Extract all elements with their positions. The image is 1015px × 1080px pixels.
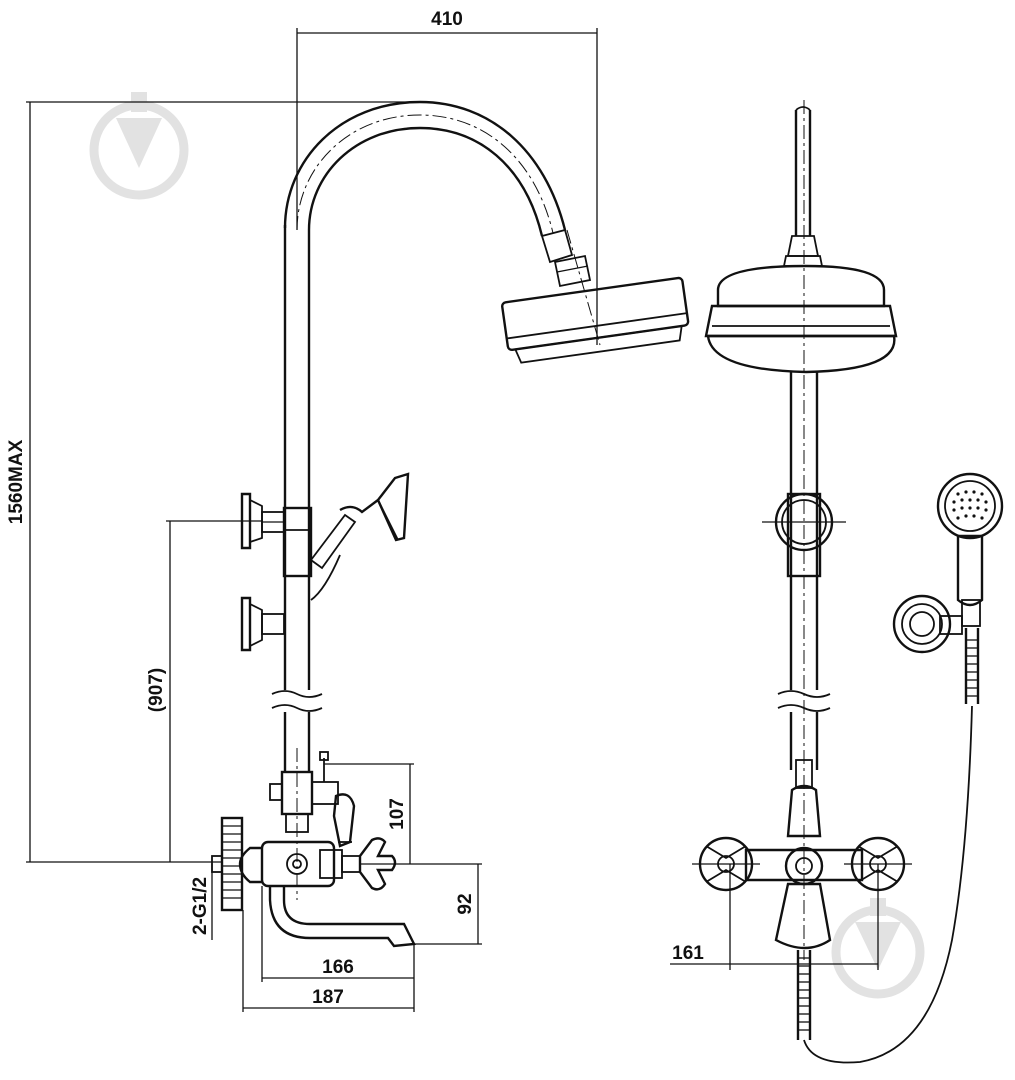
dim-spout-reach: 166 [322, 957, 354, 978]
upper-wall-bracket [240, 492, 285, 550]
hose-coil-detail [966, 639, 978, 697]
dim-diverter-height: 107 [387, 798, 408, 830]
lower-wall-bracket [240, 596, 285, 652]
handshower-detail [892, 472, 1004, 704]
dim-outlet-height: (907) [146, 668, 167, 712]
hose-coil [798, 957, 810, 1031]
dim-inlet-thread: 2-G1/2 [190, 877, 211, 935]
spray-holes [952, 490, 988, 520]
right-dimension-lines [670, 864, 879, 970]
dim-arm-width: 410 [431, 9, 463, 30]
dim-total-reach: 187 [312, 987, 344, 1008]
watermark-top-left-icon [89, 92, 189, 200]
front-view [692, 100, 973, 1064]
dim-inlet-spacing: 161 [672, 943, 704, 964]
dim-spout-drop: 92 [455, 893, 476, 914]
dim-total-height: 1560MAX [6, 439, 27, 524]
left-dimension-lines [26, 28, 598, 1012]
left-dimension-labels: 410 1560MAX (907) 107 92 166 187 2-G1/2 [6, 9, 476, 1008]
knurl-pattern [222, 825, 242, 899]
side-view [211, 100, 690, 948]
